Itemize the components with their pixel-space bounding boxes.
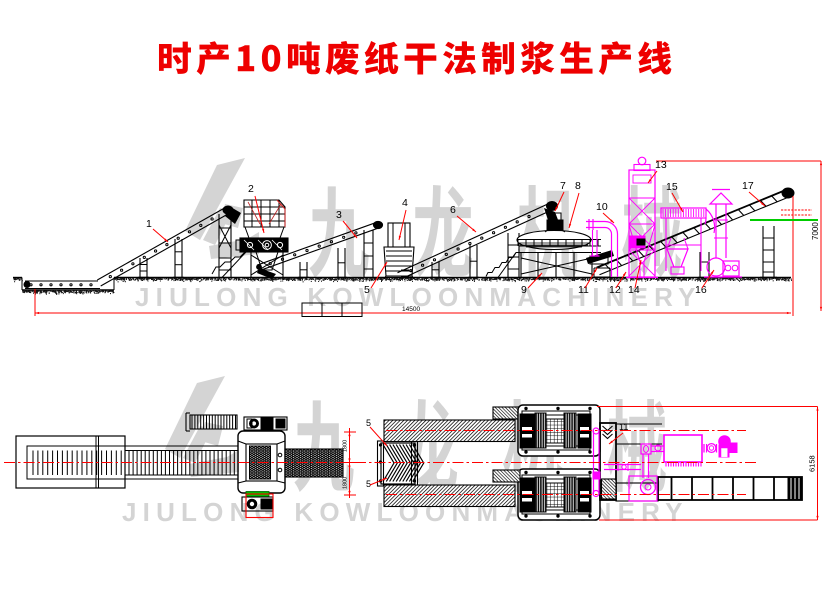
svg-text:6158: 6158 [808,455,817,472]
svg-text:JIULONG KOWLOONMACHINERY: JIULONG KOWLOONMACHINERY [135,282,702,312]
svg-text:14500: 14500 [402,306,420,313]
svg-text:5: 5 [366,479,371,489]
svg-text:7: 7 [560,180,566,192]
svg-text:7000: 7000 [811,222,820,240]
svg-text:5: 5 [366,418,371,428]
svg-text:15: 15 [666,181,678,193]
svg-text:1800: 1800 [343,477,349,489]
svg-text:1: 1 [146,218,152,230]
svg-text:9: 9 [521,284,527,296]
svg-text:12: 12 [609,284,621,296]
svg-text:1800: 1800 [343,440,349,452]
svg-text:17: 17 [742,180,754,192]
svg-text:8: 8 [575,180,581,192]
svg-text:6: 6 [450,204,456,216]
svg-text:16: 16 [695,284,707,296]
svg-text:4: 4 [402,197,408,209]
svg-text:2: 2 [248,183,254,195]
svg-text:11: 11 [578,284,589,296]
svg-text:14: 14 [628,284,640,296]
svg-text:10: 10 [596,201,608,213]
svg-text:11: 11 [619,422,628,432]
svg-text:5: 5 [364,284,370,296]
svg-text:13: 13 [655,159,667,171]
svg-text:3: 3 [336,209,342,221]
